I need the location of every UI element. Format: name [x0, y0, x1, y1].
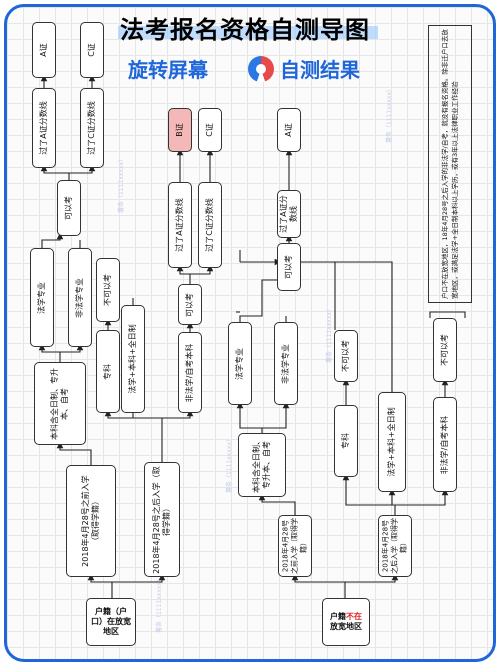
note-box: 户口不在放宽地区，18年4月28号之后入学的非法学/自考，就没有报名资格。除非迁… — [428, 25, 472, 303]
root-right-text: 户籍 — [330, 612, 346, 621]
node-pass-c-score-2: 过了C证分数线 — [198, 182, 222, 268]
node-can-apply-2: 可以考 — [178, 284, 202, 325]
result-right-not-allowed-2: 不可以考 — [433, 318, 457, 382]
result-cert-a: A证 — [32, 22, 56, 78]
node-pass-a-score: 过了A证分数线 — [32, 88, 56, 168]
root-right-not-in-relaxed-region: 户籍不在放宽地区 — [322, 598, 370, 646]
root-left-line-1: 户籍（户 — [95, 607, 127, 616]
node-right-junior-college: 专科 — [334, 405, 358, 477]
result-cert-c-2: C证 — [198, 108, 222, 152]
node-right-after-2018-0428: 2018年4月28号之后入学（取得学籍） — [378, 515, 412, 577]
node-nonlaw-major: 非法学专业 — [68, 248, 92, 347]
subtitle-self-test-result: 自测结果 — [280, 58, 360, 82]
result-right-cert-a: A证 — [277, 108, 301, 152]
node-pass-c-score: 过了C证分数线 — [80, 88, 104, 168]
root-left-line-3: 地区 — [103, 627, 119, 636]
title-highlight — [118, 26, 378, 39]
node-junior-college: 专科 — [96, 330, 120, 413]
result-not-allowed: 不可以考 — [96, 258, 120, 322]
node-right-pass-a-score: 过了A证分数线 — [277, 190, 301, 238]
root-right-text-2: 放宽地区 — [330, 622, 362, 631]
node-law-major: 法学专业 — [30, 248, 54, 347]
node-right-can-apply: 可以考 — [277, 243, 301, 291]
root-right-red-text: 不在 — [346, 612, 362, 621]
node-right-law-major: 法学专业 — [228, 322, 252, 405]
note-text: 户口不在放宽地区，18年4月28号之后入学的非法学/自考，就没有报名资格。除非迁… — [441, 29, 459, 299]
root-left-in-relaxed-region: 户籍（户 口）在放宽 地区 — [86, 598, 136, 646]
page-title: 法考报名资格自测导图 — [120, 16, 370, 44]
subtitle-rotate-screen: 旋转屏幕 — [128, 58, 208, 82]
node-after-2018-0428: 2018年4月28号之后入学（取得学籍） — [144, 462, 180, 577]
node-before-2018-0428: 2018年4月28号之前入学（取得学籍） — [66, 465, 116, 577]
node-right-law-bachelor-fulltime: 法学+本科+全日制 — [378, 392, 406, 492]
result-cert-c: C证 — [80, 22, 104, 78]
node-can-apply: 可以考 — [57, 180, 81, 236]
node-pass-a-score-2: 过了A证分数线 — [168, 182, 192, 268]
result-cert-b: B证 — [168, 108, 192, 152]
node-law-bachelor-fulltime: 法学+本科+全日制 — [121, 305, 145, 413]
result-right-not-allowed: 不可以考 — [334, 330, 358, 382]
node-bachelor-fulltime: 本科含全日制、专升本、自考 — [34, 362, 86, 445]
node-nonlaw-self-bachelor: 非法学/自考本科 — [178, 332, 202, 413]
node-right-before-2018-0428: 2018年4月28号之前入学（取得学籍） — [278, 515, 312, 577]
node-right-bachelor-fulltime: 本科含全日制、专升本、自考 — [238, 433, 286, 497]
root-left-line-2: 口）在放宽 — [91, 617, 131, 626]
node-right-nonlaw-major: 非法学专业 — [274, 322, 298, 405]
rotate-icon — [248, 56, 274, 82]
node-right-nonlaw-self-bachelor: 非法学/自考本科 — [433, 397, 457, 492]
